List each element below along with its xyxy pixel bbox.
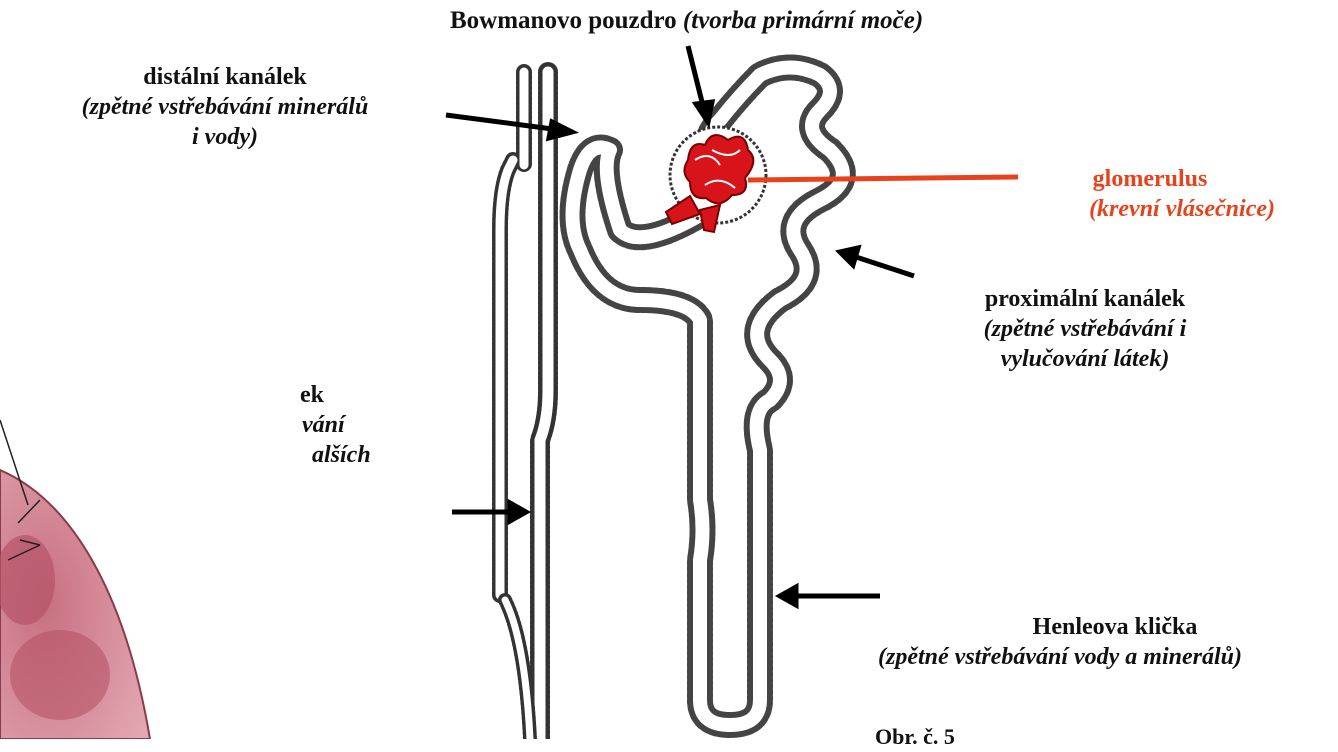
- label-proximal-desc2: vylučování látek): [925, 344, 1245, 374]
- arrow-bowman: [688, 46, 704, 110]
- label-bowman-desc: (tvorba primární moče): [683, 7, 923, 34]
- label-henle-desc: (zpětné vstřebávání vody a minerálů): [780, 642, 1338, 672]
- collecting-duct: [500, 72, 548, 739]
- label-bowman-title: Bowmanovo pouzdro: [450, 7, 677, 34]
- label-proximal: proximální kanálek (zpětné vstřebávání i…: [925, 284, 1245, 374]
- kidney-section-background: [0, 420, 150, 739]
- label-glomerulus-title: glomerulus: [985, 164, 1275, 194]
- label-proximal-desc1: (zpětné vstřebávání i: [925, 314, 1245, 344]
- arrowhead-bowman: [696, 102, 712, 122]
- arrowhead-henle: [780, 587, 796, 605]
- arrowhead-proximal: [840, 248, 858, 265]
- label-collecting-desc1: vání: [300, 410, 371, 440]
- label-distal: distální kanálek (zpětné vstřebávání min…: [0, 62, 450, 152]
- label-collecting-title: ek: [300, 380, 371, 410]
- label-henle: Henleova klička (zpětné vstřebávání vody…: [780, 612, 1338, 672]
- figure-caption: Obr. č. 5: [875, 722, 955, 752]
- arrowhead-collecting: [510, 503, 526, 521]
- label-glomerulus-desc: (krevní vlásečnice): [985, 194, 1275, 224]
- label-proximal-title: proximální kanálek: [925, 284, 1245, 314]
- label-bowman: Bowmanovo pouzdro (tvorba primární moče): [450, 6, 923, 36]
- label-distal-desc1: (zpětné vstřebávání minerálů: [0, 92, 450, 122]
- label-distal-title: distální kanálek: [0, 62, 450, 92]
- label-collecting-desc2: alších: [300, 440, 371, 470]
- arrowhead-distal: [549, 122, 572, 138]
- arrow-glomerulus: [748, 177, 1018, 180]
- label-glomerulus: glomerulus (krevní vlásečnice): [985, 164, 1275, 224]
- label-distal-desc2: i vody): [0, 122, 450, 152]
- label-collecting-duct-cropped: ek vání alších: [300, 380, 371, 470]
- label-henle-title: Henleova klička: [780, 612, 1338, 642]
- arrow-proximal: [850, 255, 914, 276]
